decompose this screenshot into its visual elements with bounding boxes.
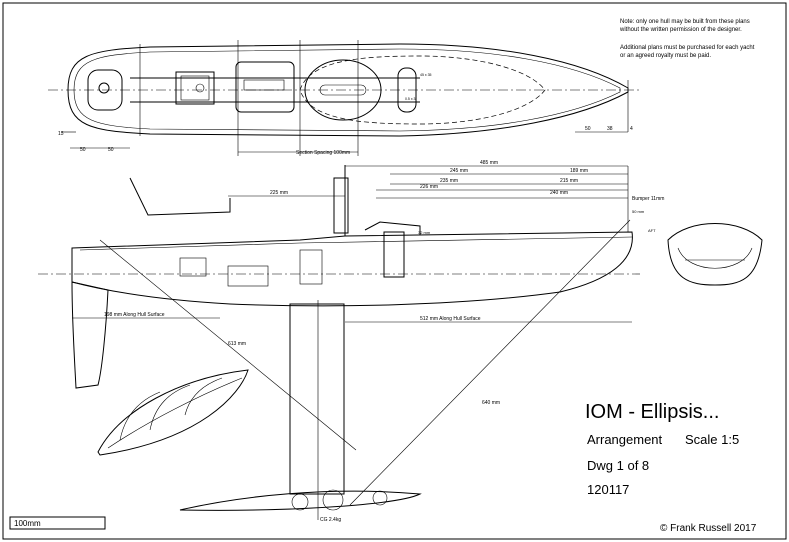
drawing-title: IOM - Ellipsis... (585, 401, 719, 423)
section-spacing-label: Section Spacing 100mm (296, 150, 350, 156)
note-line-1: Note: only one hull may be built from th… (620, 19, 750, 25)
dim-50-b: 50 (108, 147, 114, 153)
fwd-dim: 50 mm (632, 209, 645, 214)
dim-225: 225 mm (270, 190, 288, 196)
bumper-label: Bumper 11mm (632, 196, 664, 202)
note-line-3: Additional plans must be purchased for e… (620, 45, 755, 51)
dim-38: 38 (607, 126, 613, 132)
drawing-scale: Scale 1:5 (685, 432, 739, 447)
along-hull-512: 512 mm Along Hull Surface (420, 316, 481, 322)
dim-32: 32 mm (418, 230, 431, 235)
hull-section (667, 223, 763, 286)
dim-50-c: 50 (585, 126, 591, 132)
profile-view (38, 165, 640, 323)
keel-bulb (179, 490, 422, 511)
note-line-2: without the written permission of the de… (619, 27, 742, 33)
dim-485: 485 mm (480, 160, 498, 166)
hull-perspective (97, 369, 249, 456)
dim-50-a: 50 (80, 147, 86, 153)
section-aft-label: AFT (648, 228, 656, 233)
drawing-subtitle: Arrangement (587, 432, 663, 447)
dim-240: 240 mm (550, 190, 568, 196)
cg-label: CG 2.4kg (320, 517, 341, 523)
dim-15: 15 (58, 131, 64, 137)
plan-small-label-2: 0.5 x 3 (405, 97, 416, 101)
keel-fin (289, 303, 345, 495)
dim-613: 613 mm (228, 341, 246, 347)
plan-small-label-1: 45 x 35 (420, 73, 432, 77)
note-line-4: or an agreed royalty must be paid. (620, 53, 711, 59)
dim-235: 235 mm (440, 178, 458, 184)
copyright: © Frank Russell 2017 (660, 523, 757, 534)
plan-view (48, 40, 640, 156)
drawing-number: Dwg 1 of 8 (587, 458, 649, 473)
along-hull-198: 198 mm Along Hull Surface (104, 312, 165, 318)
dim-189: 189 mm (570, 168, 588, 174)
rudder (71, 281, 109, 389)
dim-245: 245 mm (450, 168, 468, 174)
dim-4: 4 (630, 126, 633, 132)
dim-640: 640 mm (482, 400, 500, 406)
scale-bar: 100mm (9, 516, 106, 530)
scale-bar-label: 100mm (14, 519, 41, 528)
dim-226-a: 226 mm (420, 184, 438, 190)
drawing-date: 120117 (587, 482, 629, 497)
dim-215: 215 mm (560, 178, 578, 184)
